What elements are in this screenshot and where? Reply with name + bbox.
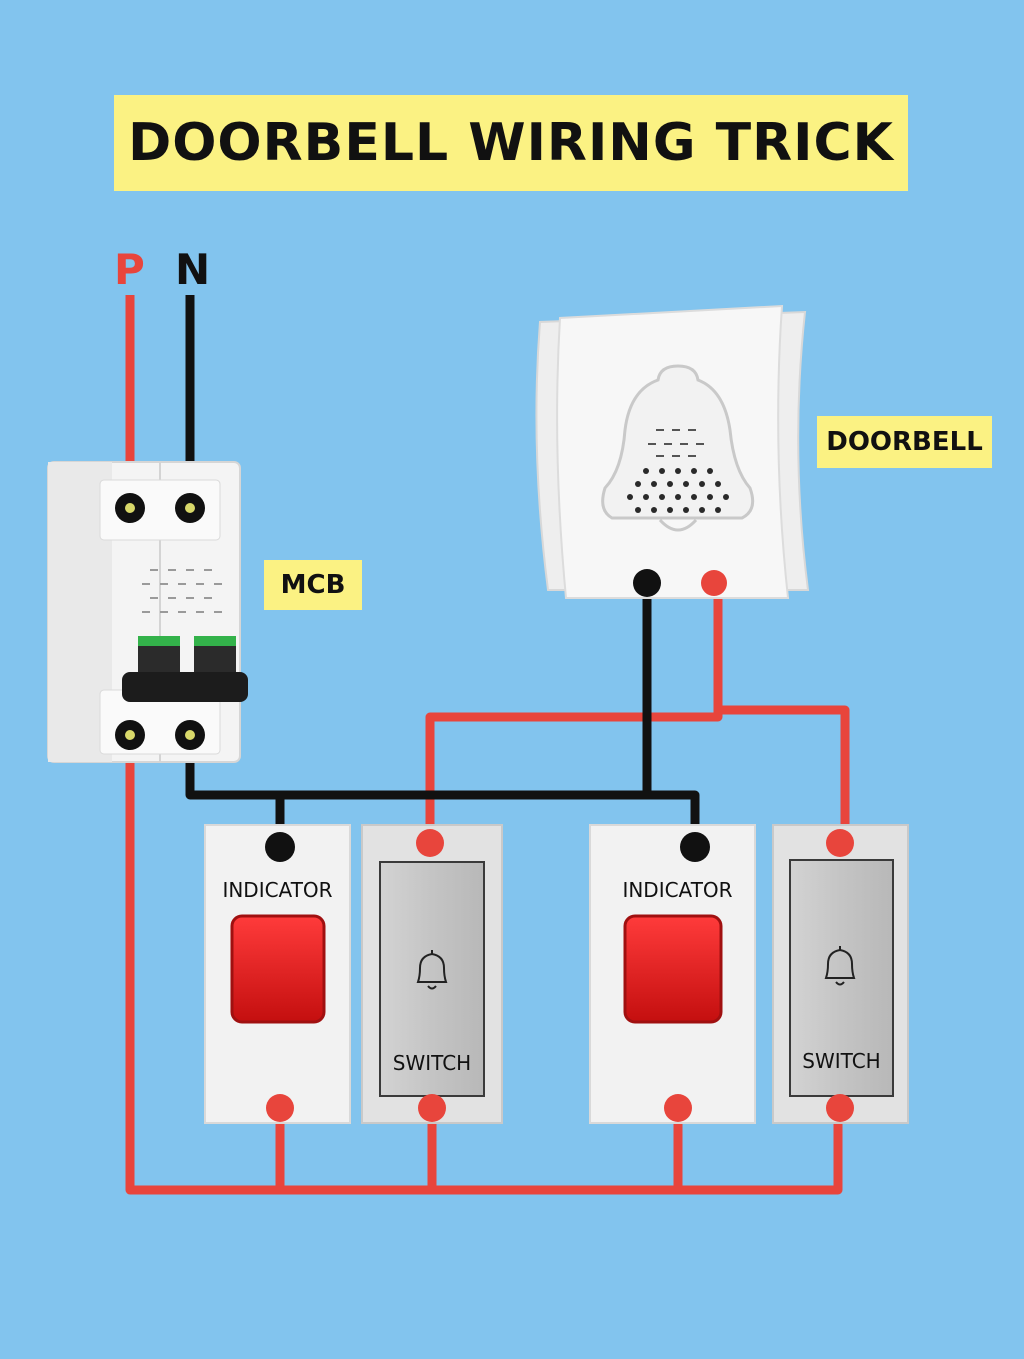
- mcb-lever: [122, 672, 248, 702]
- indicator-lamp-2: [623, 914, 723, 1024]
- switch-rocker-1: [379, 861, 485, 1097]
- doorbell-label: DOORBELL: [817, 416, 992, 468]
- indicator-2-neutral-terminal: [680, 832, 710, 862]
- doorbell-unit: [535, 304, 810, 599]
- switch-2-label: SWITCH: [802, 1049, 881, 1073]
- switch-1-output-terminal: [416, 829, 444, 857]
- mcb-terminals: [115, 493, 205, 750]
- switch-2-output-terminal: [826, 829, 854, 857]
- neutral-label: N: [175, 245, 211, 294]
- page-title: DOORBELL WIRING TRICK: [128, 113, 894, 173]
- indicator-1-phase-terminal: [266, 1094, 294, 1122]
- switch-2-input-terminal: [826, 1094, 854, 1122]
- doorbell-neutral-terminal: [633, 569, 661, 597]
- indicator-module-2: [589, 824, 756, 1124]
- bell-icon: [416, 950, 448, 990]
- switched-phase-wire-1: [425, 583, 723, 843]
- mcb-label: MCB: [264, 560, 362, 610]
- mcb-vents: [142, 569, 222, 613]
- switched-phase-wire-2: [718, 705, 850, 843]
- doorbell-phase-terminal: [701, 570, 727, 596]
- phase-wires: [125, 295, 850, 1195]
- indicator-2-phase-terminal: [664, 1094, 692, 1122]
- indicator-1-label: INDICATOR: [222, 878, 333, 902]
- doorbell-speaker-holes: [627, 468, 729, 513]
- bell-icon: [824, 946, 856, 986]
- mcb: [47, 461, 248, 763]
- switch-module-1: [361, 824, 503, 1124]
- phase-bottom-bus: [125, 735, 843, 1195]
- indicator-lamp-1: [230, 914, 326, 1024]
- switch-1-label: SWITCH: [392, 1051, 472, 1075]
- doorbell-bell-graphic: [601, 364, 755, 520]
- switch-1-input-terminal: [418, 1094, 446, 1122]
- doorbell-vents: [648, 429, 704, 457]
- title-banner: DOORBELL WIRING TRICK: [114, 95, 908, 191]
- indicator-module-1: [204, 824, 351, 1124]
- neutral-bus: [185, 735, 700, 845]
- indicator-1-neutral-terminal: [265, 832, 295, 862]
- phase-label: P: [114, 245, 145, 294]
- switch-module-2: [772, 824, 909, 1124]
- indicator-2-label: INDICATOR: [622, 878, 733, 902]
